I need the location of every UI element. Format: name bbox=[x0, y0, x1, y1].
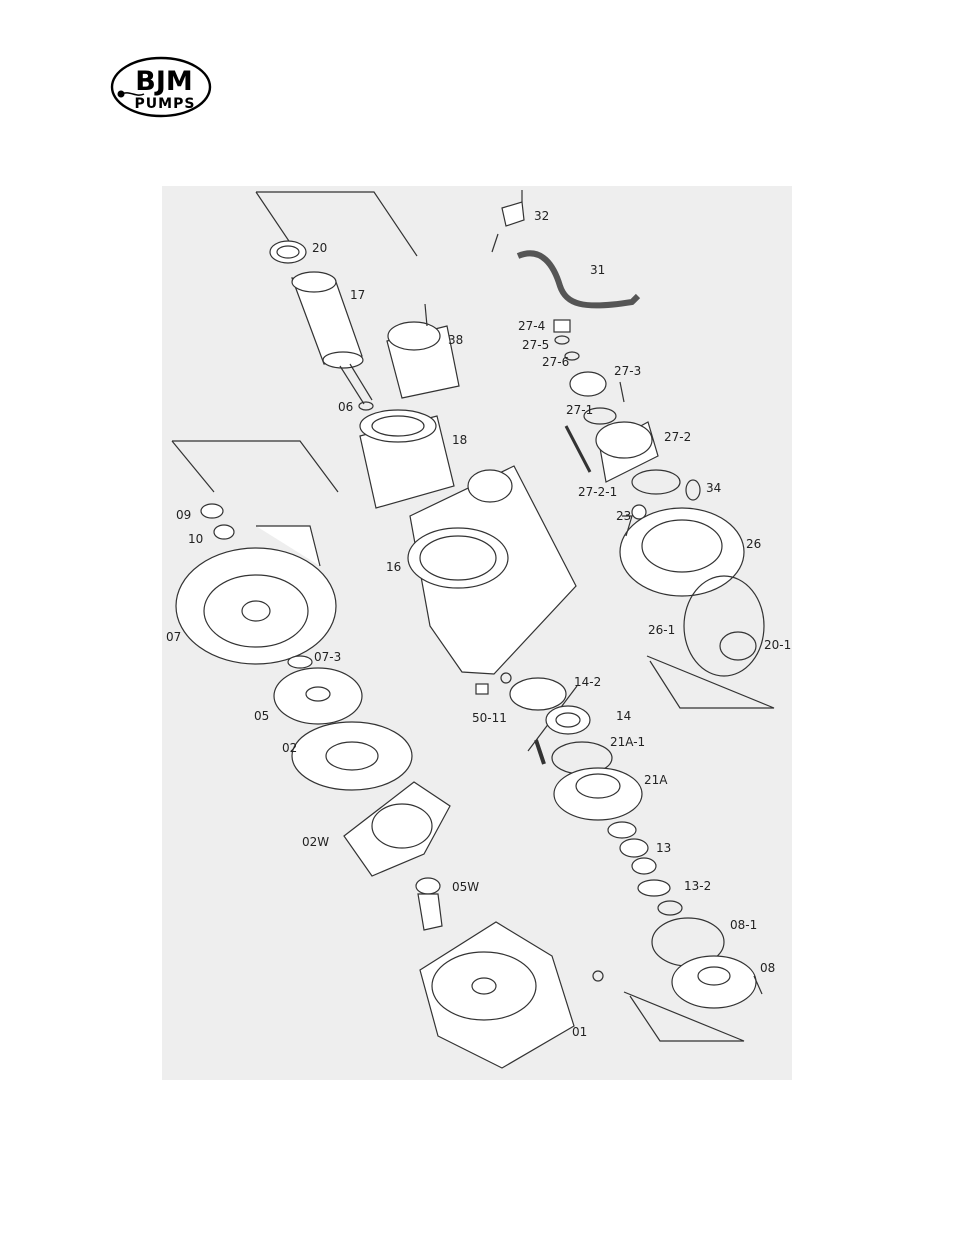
part-31-cable bbox=[516, 250, 641, 309]
label-01: 01 bbox=[572, 1025, 587, 1039]
part-20-bearing bbox=[269, 240, 307, 264]
label-38: 38 bbox=[448, 333, 463, 347]
label-09: 09 bbox=[176, 508, 191, 522]
group-bracket-bottom bbox=[623, 991, 745, 1042]
part-27-5 bbox=[554, 335, 570, 345]
label-14-2: 14-2 bbox=[574, 675, 601, 689]
part-13-2 bbox=[637, 879, 671, 897]
label-27-3: 27-3 bbox=[614, 364, 641, 378]
part-13-seal-a bbox=[607, 821, 637, 839]
part-20-1-oring bbox=[719, 631, 757, 661]
part-18-stator bbox=[359, 409, 455, 509]
label-20: 20 bbox=[312, 241, 327, 255]
part-05W-cutter bbox=[415, 877, 443, 931]
label-34: 34 bbox=[706, 481, 721, 495]
label-02W: 02W bbox=[302, 835, 329, 849]
label-23: 23 bbox=[616, 509, 631, 523]
part-27-2-1 bbox=[631, 469, 681, 495]
part-13-seal-b bbox=[619, 838, 649, 858]
label-07: 07 bbox=[166, 630, 181, 644]
label-27-1: 27-1 bbox=[566, 403, 593, 417]
part-13-seal-c bbox=[631, 857, 657, 875]
bjm-pumps-logo: BJM PUMPS bbox=[110, 56, 212, 118]
group-bracket-volute bbox=[171, 440, 339, 493]
label-05: 05 bbox=[254, 709, 269, 723]
part-26-1-oring bbox=[683, 575, 765, 677]
part-13-2-ring bbox=[657, 900, 683, 916]
label-27-6: 27-6 bbox=[542, 355, 569, 369]
part-02-wear-plate bbox=[291, 721, 413, 791]
part-17-rotor bbox=[291, 271, 373, 405]
label-05W: 05W bbox=[452, 880, 479, 894]
label-08-1: 08-1 bbox=[730, 918, 757, 932]
part-14-2 bbox=[509, 677, 567, 711]
part-07-3 bbox=[287, 655, 313, 669]
part-27-4 bbox=[553, 319, 571, 333]
label-10: 10 bbox=[188, 532, 203, 546]
part-09-seal bbox=[200, 503, 224, 519]
logo-bjm-text: BJM bbox=[135, 66, 193, 97]
label-13: 13 bbox=[656, 841, 671, 855]
label-02: 02 bbox=[282, 741, 297, 755]
part-50-11-bolt bbox=[475, 672, 512, 695]
label-07-3: 07-3 bbox=[314, 650, 341, 664]
group-bracket-top bbox=[646, 655, 775, 709]
label-21A: 21A bbox=[644, 773, 668, 787]
label-31: 31 bbox=[590, 263, 605, 277]
label-06: 06 bbox=[338, 400, 353, 414]
part-14-bearing bbox=[545, 705, 591, 735]
label-13-2: 13-2 bbox=[684, 879, 711, 893]
part-05-impeller bbox=[273, 667, 363, 725]
part-06-ring bbox=[358, 401, 374, 411]
label-14: 14 bbox=[616, 709, 631, 723]
label-50-11: 50-11 bbox=[472, 711, 507, 725]
label-27-2-1: 27-2-1 bbox=[578, 485, 617, 499]
label-21A-1: 21A-1 bbox=[610, 735, 645, 749]
label-16: 16 bbox=[386, 560, 401, 574]
part-26-cover bbox=[619, 507, 745, 597]
part-27-6 bbox=[564, 351, 580, 361]
logo-pumps-text: PUMPS bbox=[135, 96, 196, 112]
part-10-seal bbox=[213, 524, 235, 540]
part-34-eye bbox=[685, 479, 701, 501]
label-08: 08 bbox=[760, 961, 775, 975]
part-27-2 bbox=[564, 421, 659, 483]
part-07-volute bbox=[175, 525, 337, 665]
label-26-1: 26-1 bbox=[648, 623, 675, 637]
part-32-bracket bbox=[491, 190, 525, 253]
part-23 bbox=[631, 504, 647, 520]
part-27-1 bbox=[583, 407, 617, 425]
label-17: 17 bbox=[350, 288, 365, 302]
label-27-5: 27-5 bbox=[522, 338, 549, 352]
label-27-4: 27-4 bbox=[518, 319, 545, 333]
label-27-2: 27-2 bbox=[664, 430, 691, 444]
part-01-strainer bbox=[419, 921, 604, 1069]
label-18: 18 bbox=[452, 433, 467, 447]
exploded-parts-diagram: 20 17 38 06 18 16 09 10 07 07-3 05 02 02… bbox=[162, 186, 792, 1080]
label-26: 26 bbox=[746, 537, 761, 551]
label-20-1: 20-1 bbox=[764, 638, 791, 652]
part-21A-housing bbox=[553, 767, 643, 821]
part-16-housing bbox=[407, 465, 577, 675]
label-32: 32 bbox=[534, 209, 549, 223]
part-27-3 bbox=[569, 371, 625, 403]
part-02W-plate bbox=[343, 781, 451, 877]
part-38-gland bbox=[386, 303, 460, 399]
part-08-plate bbox=[671, 955, 763, 1009]
spring bbox=[534, 739, 546, 765]
